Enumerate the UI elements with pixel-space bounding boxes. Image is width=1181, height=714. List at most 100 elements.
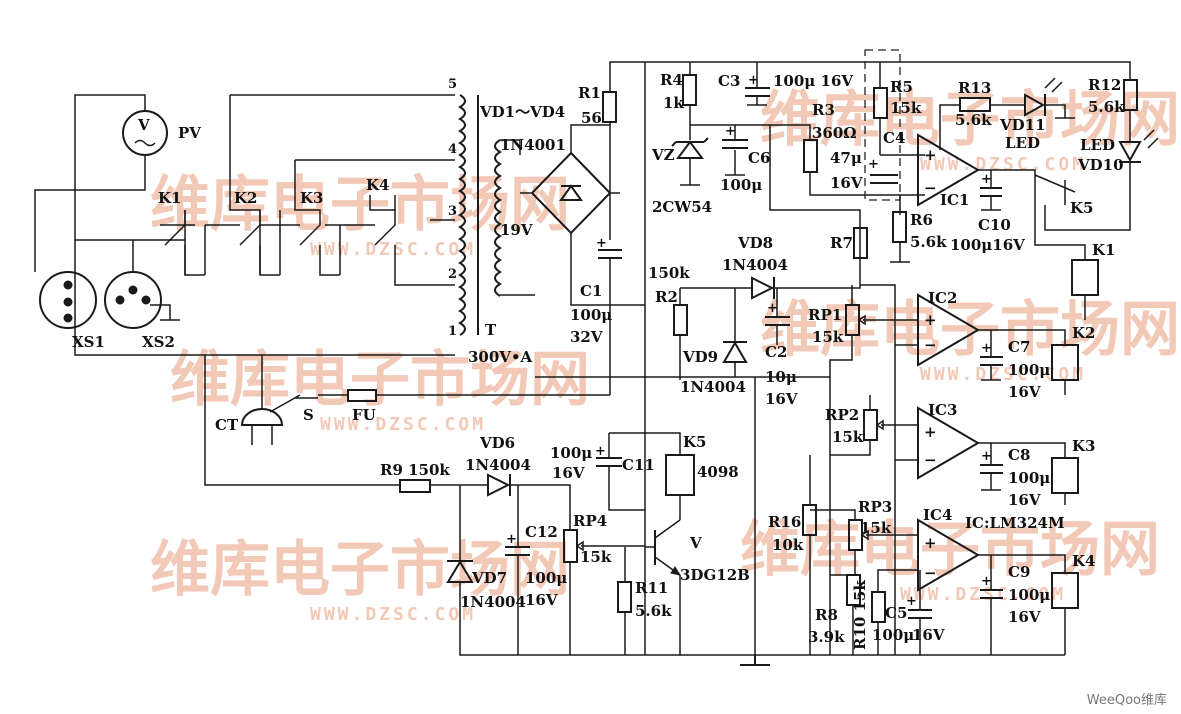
capacitor-c11: + 100μ 16V C11 — [550, 444, 655, 482]
wire — [608, 432, 681, 511]
wire — [680, 158, 700, 186]
component-label: 1N4004 — [465, 456, 531, 474]
component-label: 100μ — [550, 444, 592, 462]
component-label: VD9 — [682, 348, 718, 366]
component-label: + — [906, 594, 917, 609]
component-label: 15k — [580, 548, 612, 566]
capacitor-c6: + C6 100μ — [720, 124, 770, 194]
component-label: 100μ — [1008, 586, 1050, 604]
component-label: 56 — [581, 109, 602, 127]
component-label: 5.6k — [910, 233, 947, 251]
component-label: + — [596, 236, 607, 251]
wire — [877, 569, 918, 592]
relay-coil-k5: K5 4098 — [665, 433, 739, 496]
wire — [830, 395, 871, 456]
component-label: VD7 — [471, 569, 507, 587]
component-label: + — [748, 73, 759, 88]
watermark-url: WWW.DZSC.COM — [320, 414, 486, 435]
wire — [769, 125, 861, 228]
opamp-ic4: + − IC4 — [917, 506, 980, 592]
component-label: 32V — [570, 328, 603, 346]
component-label: 5 — [448, 77, 457, 92]
component-label: + — [924, 534, 937, 552]
component-label: + — [981, 574, 992, 589]
component-label: IC1 — [940, 191, 969, 209]
led-vd11: VD11 LED — [999, 77, 1075, 152]
component-label: 3 — [448, 204, 457, 219]
component-label: 5.6k — [1088, 98, 1125, 116]
component-label: − — [924, 451, 937, 469]
opamp-ic3: + − IC3 — [917, 401, 980, 480]
component-label: 16V — [830, 174, 863, 192]
diode-vd6: VD6 1N4004 — [465, 434, 531, 497]
socket-xs1: XS1 — [39, 271, 105, 351]
component-label: V — [689, 534, 702, 552]
relay-coil-k4: K4 — [978, 552, 1095, 655]
component-label: 15k — [890, 99, 922, 117]
transformer-t: T 300V•A 19V — [458, 94, 533, 366]
component-label: + — [981, 172, 992, 187]
watermark-url: WWW.DZSC.COM — [310, 604, 476, 625]
wire — [609, 62, 646, 655]
component-label: C7 — [1008, 338, 1030, 356]
component-label: 16V — [525, 591, 558, 609]
potentiometer-rp4: RP4 15k — [563, 512, 645, 566]
component-label: VD10 — [1077, 156, 1124, 174]
wire — [735, 124, 880, 196]
component-label: 4098 — [697, 463, 739, 481]
component-label: PV — [178, 124, 201, 142]
potentiometer-rp2: RP2 15k — [825, 406, 918, 446]
component-label: 100μ16V — [950, 236, 1025, 254]
socket-xs2: XS2 — [104, 271, 180, 351]
component-label: 16V — [1008, 491, 1041, 509]
component-label: + — [981, 449, 992, 464]
component-label: + — [725, 124, 736, 139]
relay-contact-k3: K3 — [260, 160, 340, 276]
component-label: IC3 — [928, 401, 957, 419]
capacitor-c10: + C10 100μ16V — [950, 170, 1025, 254]
component-label: RP4 — [573, 512, 607, 530]
component-label: K1 — [158, 189, 181, 207]
component-label: 10k — [772, 536, 804, 554]
component-label: C4 — [883, 129, 905, 147]
component-label: S — [303, 406, 314, 424]
component-label: 16V — [1008, 608, 1041, 626]
component-label: R1 — [578, 84, 601, 102]
component-label: 1N4001 — [500, 136, 566, 154]
component-label: 100μ — [570, 306, 612, 324]
wire — [829, 285, 853, 655]
component-label: 3DG12B — [680, 566, 750, 584]
component-label: K5 — [683, 433, 706, 451]
component-label: 5.6k — [635, 602, 672, 620]
watermark-url: WWW.DZSC.COM — [920, 364, 1086, 385]
component-label: RP1 — [808, 306, 842, 324]
component-label: R8 — [815, 606, 838, 624]
component-label: R9 150k — [380, 461, 450, 479]
component-label: C10 — [978, 216, 1011, 234]
component-label: VD1～VD4 — [479, 103, 565, 121]
component-label: 1 — [448, 324, 457, 339]
component-label: 100μ — [525, 569, 567, 587]
component-label: 47μ — [830, 149, 862, 167]
current-transformer-ct: CT — [215, 408, 284, 445]
watermark-text: 维库电子市场网 — [760, 85, 1180, 155]
component-label: R3 — [812, 101, 835, 119]
component-label: 300V•A — [468, 348, 533, 366]
component-label: 16V — [1008, 383, 1041, 401]
component-label: R13 — [958, 79, 991, 97]
component-label: C2 — [765, 343, 787, 361]
wire — [535, 288, 830, 655]
component-label: + — [924, 311, 937, 329]
component-label: K1 — [1092, 241, 1115, 259]
component-label: CT — [215, 416, 239, 434]
resistor-r7: R7 — [830, 227, 868, 259]
resistor-r12: R12 5.6k — [1088, 76, 1138, 116]
capacitor-c4: + C4 47μ 16V — [830, 129, 905, 192]
component-label: C11 — [622, 456, 655, 474]
component-label: K5 — [1070, 199, 1093, 217]
component-label: 100μ — [1008, 469, 1050, 487]
component-label: XS2 — [142, 333, 175, 351]
component-label: + — [767, 301, 778, 316]
component-label: + — [924, 423, 937, 441]
